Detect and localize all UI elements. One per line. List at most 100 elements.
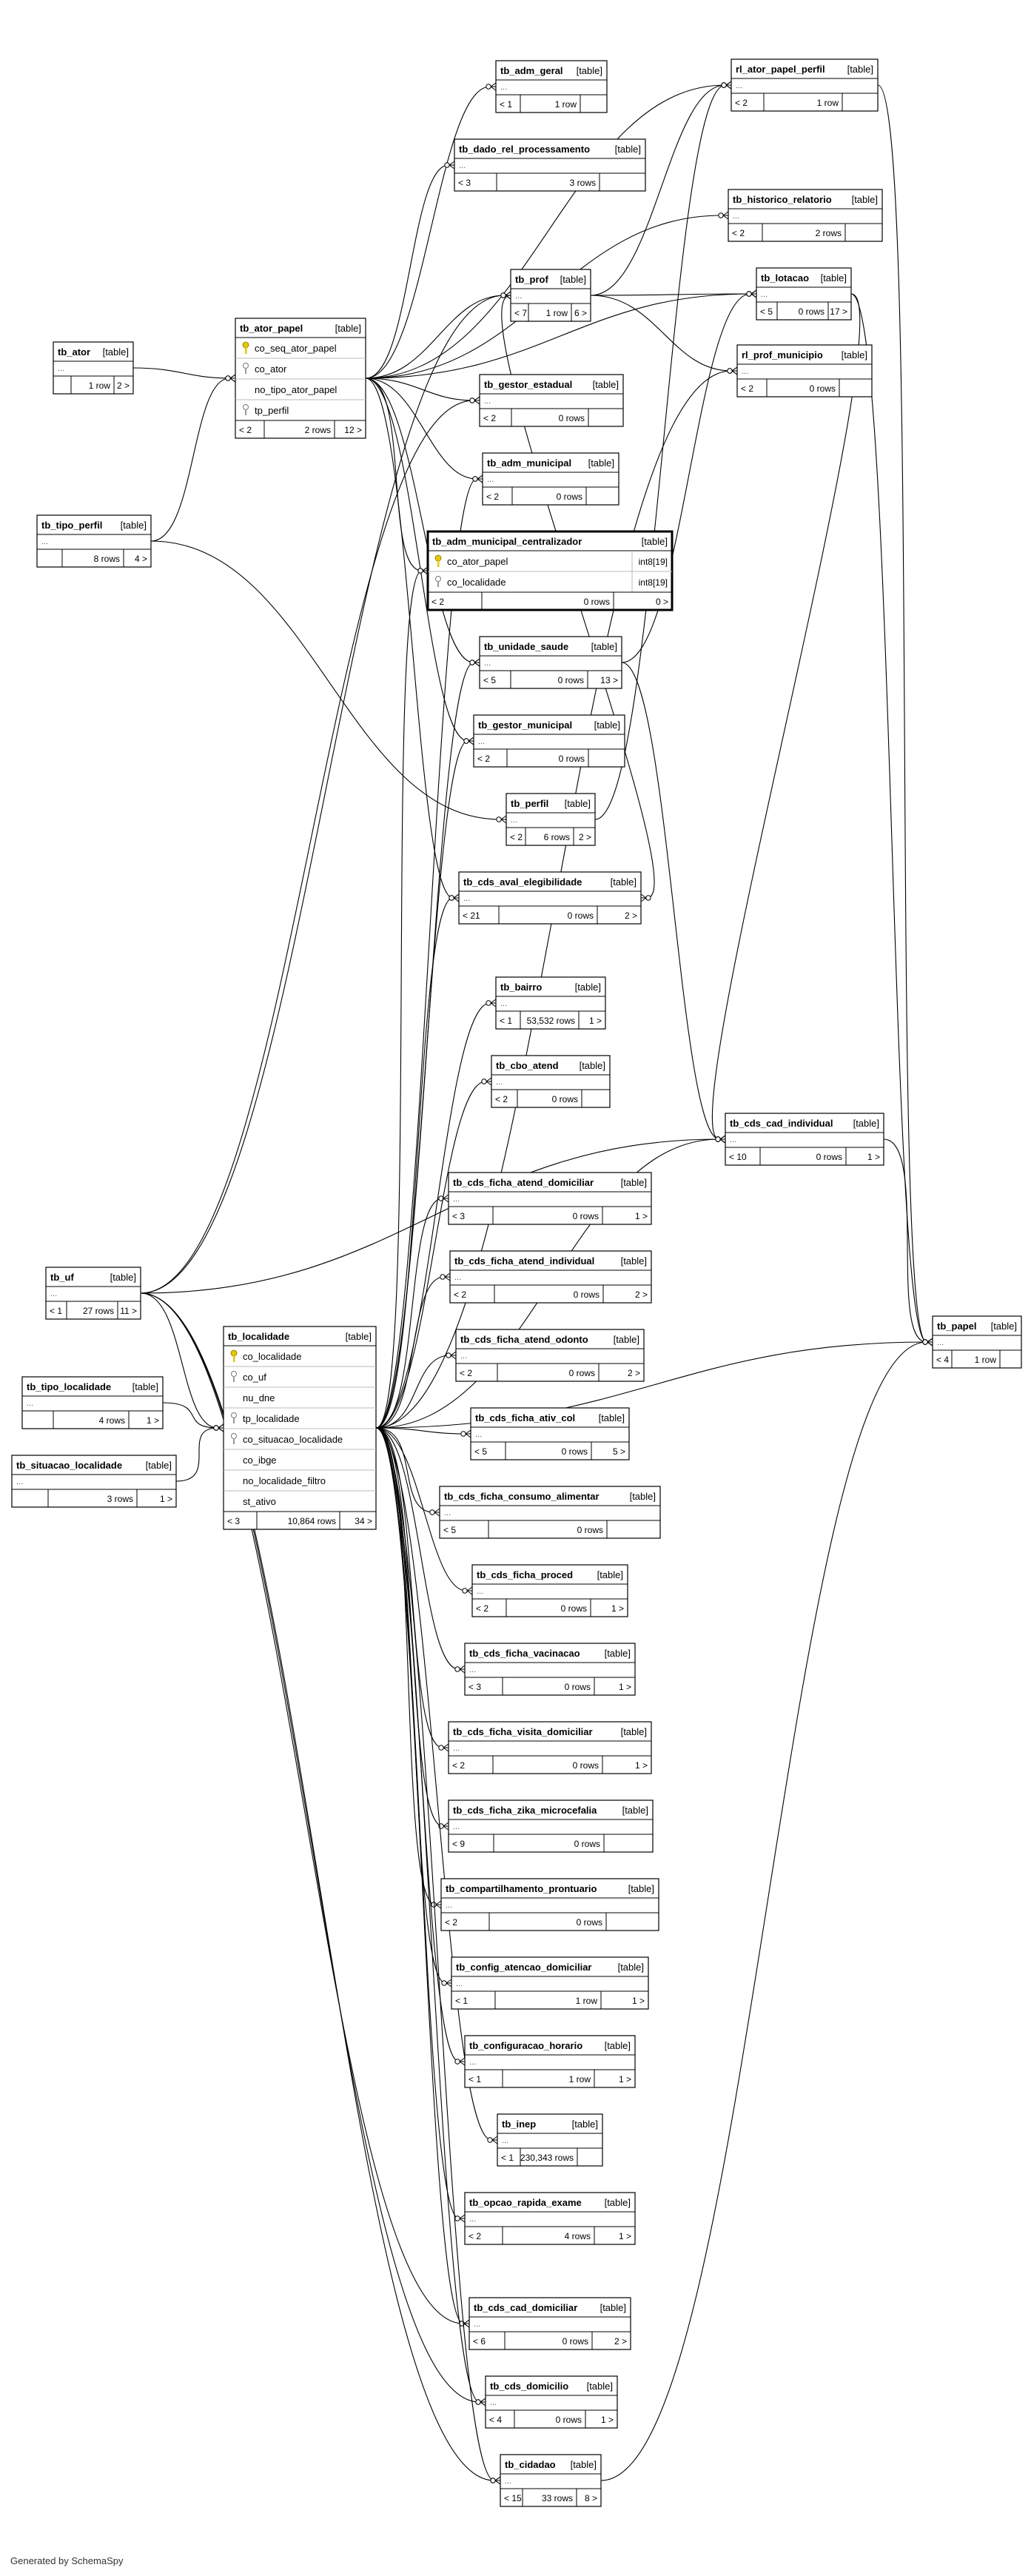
table-type-tag: [table] — [621, 1177, 647, 1188]
relationship-line — [365, 86, 491, 379]
crows-foot-marker — [454, 2214, 466, 2223]
row-count: 0 rows — [573, 1760, 599, 1771]
crows-foot-marker — [496, 815, 507, 824]
crows-foot-marker — [481, 1077, 492, 1086]
row-count: 1 row — [975, 1355, 997, 1365]
row-count: 0 rows — [559, 413, 585, 423]
column-name: no_tipo_ator_papel — [255, 384, 337, 395]
ellipsis-row: ... — [453, 1822, 460, 1831]
table-node-tb_ator_papel[interactable]: tb_ator_papel[table]co_seq_ator_papelco_… — [235, 318, 366, 439]
table-frame — [458, 871, 642, 925]
table-frame — [495, 976, 606, 1030]
table-frame — [482, 452, 619, 506]
crows-foot-marker — [500, 291, 511, 300]
relationship-line — [140, 1292, 218, 1429]
table-name: tb_configuracao_horario — [469, 2040, 582, 2051]
table-type-tag: [table] — [821, 272, 847, 284]
table-node-tb_cds_ficha_atend_individual[interactable]: tb_cds_ficha_atend_individual[table]...<… — [449, 1250, 652, 1304]
relationship-line — [140, 1138, 720, 1294]
table-node-tb_cds_ficha_visita_domiciliar[interactable]: tb_cds_ficha_visita_domiciliar[table]...… — [448, 1721, 652, 1774]
child-count: 2 > — [117, 380, 130, 391]
table-type-tag: [table] — [593, 379, 619, 390]
relationship-line — [375, 570, 423, 1429]
table-type-tag: [table] — [614, 1334, 639, 1345]
column-name: nu_dne — [243, 1392, 275, 1403]
parent-count: < 2 — [431, 597, 444, 607]
table-name: tb_cds_ficha_consumo_alimentar — [444, 1491, 600, 1502]
table-frame — [731, 58, 879, 112]
table-node-tb_localidade[interactable]: tb_localidade[table]co_localidadeco_ufnu… — [223, 1326, 377, 1530]
child-count: 2 > — [614, 2336, 627, 2347]
relationship-line — [375, 1427, 460, 2219]
crows-foot-marker — [446, 1351, 457, 1360]
table-node-tb_adm_municipal_centralizador[interactable]: tb_adm_municipal_centralizador[table]co_… — [426, 530, 674, 611]
crows-foot-marker — [438, 1194, 449, 1203]
row-count: 27 rows — [83, 1306, 114, 1316]
table-type-tag: [table] — [628, 1883, 654, 1894]
relationship-lines — [132, 81, 933, 2485]
table-type-tag: [table] — [575, 982, 601, 993]
ellipsis-row: ... — [446, 1901, 452, 1910]
crows-foot-marker — [431, 1900, 442, 1909]
table-type-tag: [table] — [560, 274, 586, 285]
table-node-tb_cds_ficha_atend_domiciliar[interactable]: tb_cds_ficha_atend_domiciliar[table]...<… — [448, 1172, 652, 1225]
ellipsis-row: ... — [742, 367, 748, 376]
table-name: tb_papel — [937, 1321, 976, 1332]
table-name: tb_cds_ficha_ativ_col — [475, 1412, 575, 1423]
table-frame — [932, 1315, 1022, 1369]
parent-count: < 2 — [239, 425, 252, 435]
table-name: tb_inep — [502, 2119, 536, 2130]
table-frame — [448, 1721, 652, 1774]
footer-text: Generated by SchemaSpy — [10, 2555, 124, 2566]
crows-foot-marker — [721, 81, 732, 90]
table-node-tb_cds_ficha_consumo_alimentar[interactable]: tb_cds_ficha_consumo_alimentar[table]...… — [439, 1486, 661, 1539]
table-name: tb_tipo_perfil — [41, 520, 102, 531]
table-node-tb_config_atencao_domiciliar[interactable]: tb_config_atencao_domiciliar[table]...< … — [451, 1956, 649, 2010]
table-type-tag: [table] — [565, 798, 591, 809]
parent-count: < 9 — [452, 1839, 465, 1849]
parent-count: < 2 — [476, 1603, 488, 1614]
crows-foot-marker — [441, 1979, 452, 1988]
table-node-tb_compartilhamento_prontuario[interactable]: tb_compartilhamento_prontuario[table]...… — [440, 1878, 659, 1931]
ellipsis-row: ... — [500, 999, 507, 1008]
table-type-tag: [table] — [847, 64, 873, 75]
primary-key-icon — [434, 554, 442, 567]
relationship-line — [375, 1427, 446, 1984]
table-type-tag: [table] — [587, 2381, 613, 2392]
crows-foot-marker — [444, 161, 455, 170]
table-node-tb_cds_ficha_zika_microcefalia[interactable]: tb_cds_ficha_zika_microcefalia[table]...… — [448, 1799, 654, 1853]
table-type-tag: [table] — [621, 1255, 647, 1267]
